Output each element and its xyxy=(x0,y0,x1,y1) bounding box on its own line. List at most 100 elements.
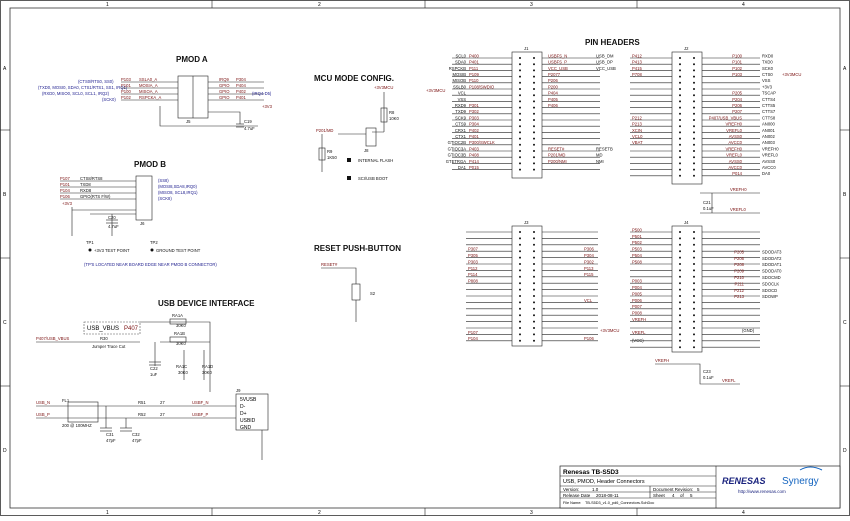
pmod-a-pin-2: P100 xyxy=(121,89,131,94)
j1-left-pin: P111 xyxy=(469,66,479,71)
j3-right-pin: VCL xyxy=(584,298,593,303)
j2-right-pin: P103 xyxy=(732,72,742,77)
row-label-d-right: D xyxy=(843,448,847,454)
brand-renesas: RENESAS xyxy=(722,476,766,486)
r8-val: 10K0 xyxy=(389,116,399,121)
version-label: Version: xyxy=(563,487,579,492)
release-label: Release Date xyxy=(563,493,591,498)
j9-pin-2: D+ xyxy=(240,411,247,417)
j4-left-pin: P008 xyxy=(632,311,642,316)
r52-ref: R52 xyxy=(138,412,146,417)
j4-right-pin: P213 xyxy=(734,294,744,299)
j4-left-pin: VREFH xyxy=(632,317,646,322)
j1-left-pin: P401 xyxy=(469,134,479,139)
ra1c-val: 30K0 xyxy=(178,370,188,375)
tp2-ref: TP2 xyxy=(150,240,158,245)
pmod-a-left-3: (SCK0) xyxy=(102,97,116,102)
j4-vrefl: VREFL xyxy=(722,378,736,383)
j2-left-pin: VBAT xyxy=(632,140,643,145)
title-block: Renesas TB-S5D3 USB, PMOD, Header Connec… xyxy=(559,465,841,509)
j2-right-signal: DA0 xyxy=(762,171,771,176)
j1-left-pin: P110 xyxy=(469,78,479,83)
j9-pin-1: D- xyxy=(240,404,246,410)
c21-val: 0.1uF xyxy=(703,206,714,211)
mode-opt-2: SCI/USB BOOT xyxy=(358,176,388,181)
j3-ref: J3 xyxy=(524,220,529,225)
pmod-a-block: (CTS0/RTS0, SS0) (TXD0, MOSI0, SDA0, CTS… xyxy=(38,75,273,131)
r30-ref: R30 xyxy=(100,336,108,341)
j4-left-pin: P501 xyxy=(632,234,642,239)
fl1-filter xyxy=(67,401,99,423)
pmod-a-rsig-3: GPIO xyxy=(219,95,230,100)
j1-left-signal: CRX1 xyxy=(455,128,467,133)
reset-block: RESET# S2 xyxy=(321,262,376,322)
j1-right-pin: RESET# xyxy=(548,146,565,151)
version-value: 1.0 xyxy=(592,487,599,492)
j2-right-pin: AVSS0 xyxy=(729,134,743,139)
j4-left-pin: P500 xyxy=(632,227,642,232)
j1-left-pin: P301 xyxy=(469,103,479,108)
j2-right-pin: VREFH0 xyxy=(725,122,742,127)
j2-right-pin: VREFH0 xyxy=(725,146,742,151)
fl1-val: 200 @ 100MHZ xyxy=(62,423,92,428)
usb-vbus-box: USB_VBUS xyxy=(87,326,119,332)
reset-net: RESET# xyxy=(321,262,338,267)
pmod-a-sig-3: RSPCKA_A xyxy=(139,95,162,100)
j2-right-signal: VREFH0 xyxy=(762,146,779,151)
j2-right-signal: VREFL0 xyxy=(762,153,778,158)
j2-right-pin: P204 xyxy=(732,97,742,102)
c32-val: 47pF xyxy=(132,438,142,443)
j1-left-signal: GTIOC3B xyxy=(448,153,467,158)
j2-vrefh: VREFH0 xyxy=(730,187,747,192)
brand-url: http://www.renesas.com xyxy=(738,489,786,494)
row-label-b: B xyxy=(3,192,7,198)
j3-right-pin: P113 xyxy=(584,266,594,271)
j2-right-signal: AN000 xyxy=(762,122,775,127)
j4-right-pin: P211 xyxy=(735,281,745,286)
j1-right-pin: P201/MD xyxy=(548,153,565,158)
j1-left-signal: GTIOC3A xyxy=(448,146,467,151)
j1-right-pin: P206 xyxy=(548,78,558,83)
j2-ref: J2 xyxy=(684,46,689,51)
j3-right-pin: P115 xyxy=(584,272,594,277)
pmod-a-left-1: (TXD0, MOSI0, SDA0, CTS1/RTS1, SS1, IRQ1… xyxy=(38,85,128,90)
j1-left-signal: SCL0 xyxy=(456,53,467,58)
usb-net-vbus: P407/USB_VBUS xyxy=(36,336,69,341)
mcu-mode-heading: MCU MODE CONFIG. xyxy=(314,74,394,83)
r9-ref: R9 xyxy=(327,149,333,154)
j2-right-pin: P014 xyxy=(732,171,742,176)
j2-right-signal: +3V3 xyxy=(762,84,773,89)
j4-right-pin: P210 xyxy=(734,275,744,280)
pmod-a-ref: J5 xyxy=(186,119,191,124)
pmod-a-rsig-1: GPIO xyxy=(219,83,230,88)
j1-left-pin: P304 xyxy=(469,122,479,127)
usb-j9-connector xyxy=(235,393,269,431)
j4-left-pin: VREFL xyxy=(632,330,646,335)
j1-right-pin: P2077 xyxy=(548,72,561,77)
fl1-ref: FL1 xyxy=(62,398,70,403)
j4-right-signal: SDODAT0 xyxy=(762,269,782,274)
sheet-label: Sheet xyxy=(653,493,666,498)
col-label-3-bottom: 3 xyxy=(530,510,533,516)
reset-ref: S2 xyxy=(370,291,376,296)
j8-header xyxy=(365,127,377,147)
j1-left-signal: SSLB0 xyxy=(453,84,467,89)
usbf-p-net: USBF_P xyxy=(192,412,208,417)
pmod-b-pin-2: P104 xyxy=(60,188,70,193)
j4-right-pin: P212 xyxy=(734,288,744,293)
col-label-4: 4 xyxy=(742,2,745,8)
pmod-a-rsig-0: IRQ9 xyxy=(219,77,229,82)
doc-rev-value: 5 xyxy=(697,487,700,492)
j2-right-signal: VSS xyxy=(762,78,771,83)
usb-heading: USB DEVICE INTERFACE xyxy=(158,299,255,308)
sheet-num: 4 xyxy=(672,493,675,498)
r51-ref: R51 xyxy=(138,400,146,405)
ra1d-ref: RA1D xyxy=(202,364,213,369)
j2-left-pin: P213 xyxy=(632,122,642,127)
row-label-c: C xyxy=(3,320,7,326)
j1-left-pin: P303 xyxy=(469,115,479,120)
filename-label: File Name: xyxy=(563,501,581,505)
pmod-b-sig-0: CTS8/RTS8 xyxy=(80,176,103,181)
row-label-a-right: A xyxy=(843,66,847,72)
